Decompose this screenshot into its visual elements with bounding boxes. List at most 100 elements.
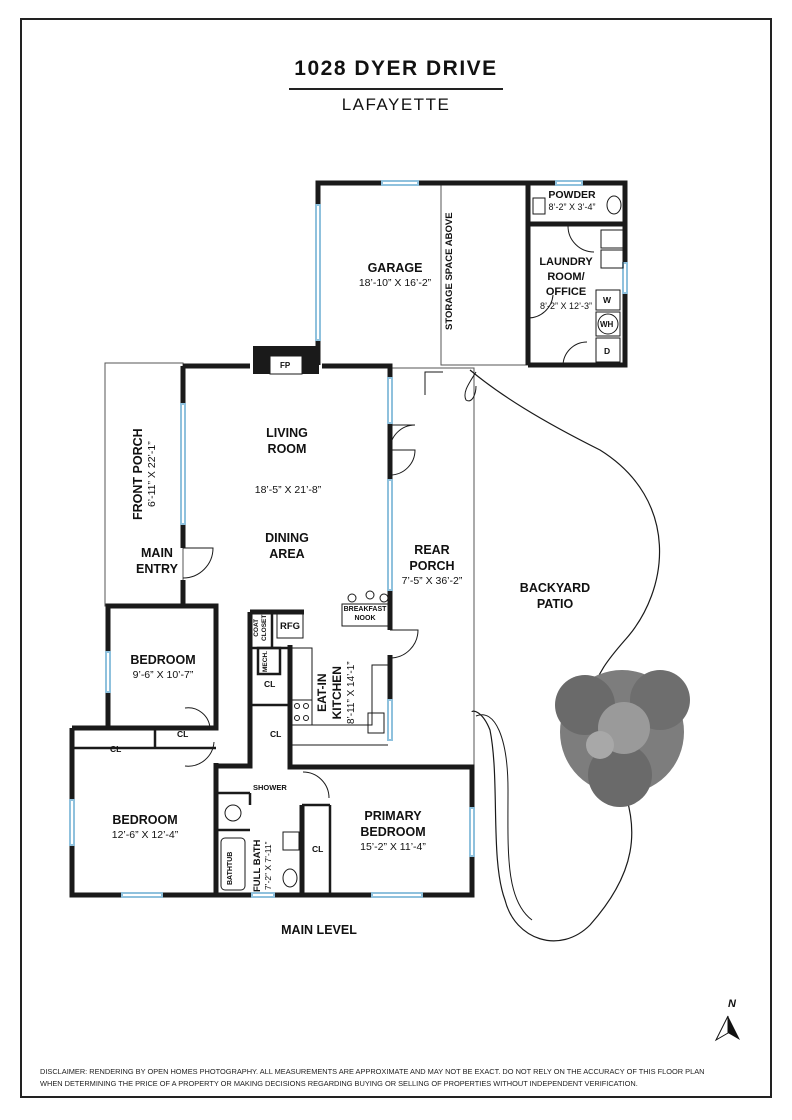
room-bedroom1: BEDROOM 9’-6” X 10’-7” — [130, 653, 196, 681]
page-frame — [20, 18, 772, 1098]
counter — [292, 647, 388, 726]
breakfast-nook-label: BREAKFAST NOOK — [343, 606, 387, 622]
water-heater — [597, 313, 619, 335]
window — [381, 180, 419, 186]
range — [291, 699, 313, 726]
tree-canopy — [588, 743, 652, 807]
burner — [294, 703, 300, 709]
room-powder: POWDER 8’-2” X 3’-4” — [548, 189, 596, 212]
mech-box — [256, 646, 282, 676]
fireplace-box — [269, 355, 303, 375]
bath-toilet — [282, 868, 298, 888]
patio-step — [464, 371, 477, 402]
tree-icon — [555, 670, 690, 807]
disclaimer-line: DISCLAIMER: RENDERING BY OPEN HOMES PHOT… — [40, 1067, 705, 1076]
window — [315, 204, 321, 341]
shower-label: SHOWER — [253, 783, 287, 792]
utility-fixtures — [532, 195, 624, 363]
bedroom1-door — [184, 707, 211, 729]
room-full-bath: FULL BATH 7’-2” X 7’-11” — [252, 839, 273, 892]
bedroom2-door — [184, 741, 215, 767]
kitchen-door — [389, 629, 419, 659]
water-heater-box — [595, 311, 621, 337]
closet-label: CL — [177, 729, 189, 739]
stool — [379, 593, 389, 603]
north-label: N — [728, 998, 736, 1010]
window — [387, 479, 393, 591]
washer-label: W — [603, 295, 612, 305]
disclaimer-line: WHEN DETERMINING THE PRICE OF A PROPERTY… — [40, 1079, 638, 1088]
laundry-sink — [600, 249, 624, 269]
stool — [365, 590, 375, 600]
bathtub — [220, 837, 246, 891]
window — [105, 651, 111, 693]
laundry-sink — [600, 229, 624, 249]
closet-label: CL — [264, 679, 276, 689]
window — [622, 262, 628, 294]
window — [121, 892, 163, 898]
main-entry-door — [182, 547, 214, 579]
fireplace-label: FP — [280, 361, 291, 370]
closet-label: CL — [270, 729, 282, 739]
window — [555, 180, 583, 186]
burner — [294, 715, 300, 721]
bath-sink — [282, 831, 300, 851]
arrow-left — [714, 1015, 729, 1042]
room-laundry: LAUNDRY ROOM/ OFFICE 8’-2” X 12’-3” — [539, 256, 593, 311]
closet-label: CL — [312, 844, 324, 854]
window — [251, 892, 275, 898]
rfg-label: RFG — [280, 621, 301, 632]
powder-door — [567, 225, 595, 253]
closet-label: CL — [110, 744, 122, 754]
room-rear-porch: REAR PORCH 7’-5” X 36’-2” — [401, 543, 463, 587]
burner — [303, 703, 309, 709]
patio-outline — [469, 369, 660, 942]
refrigerator — [276, 613, 304, 639]
window — [69, 799, 75, 846]
room-living: LIVING ROOM — [266, 426, 308, 456]
kitchen-counters — [276, 590, 389, 746]
room-kitchen: EAT-IN KITCHEN 8’-11” X 14’-1” — [315, 661, 357, 724]
hall-wall — [216, 612, 253, 769]
stool — [347, 593, 357, 603]
primary-door — [302, 771, 330, 799]
living-dims: 18’-5” X 21’-8” — [254, 484, 322, 496]
north-arrow-icon — [714, 1015, 740, 1042]
mech-label: MECH. — [262, 651, 269, 672]
laundry-door — [527, 294, 554, 319]
window — [387, 377, 393, 424]
backyard-label: BACKYARD PATIO — [519, 581, 591, 611]
patio-inner-path — [475, 714, 533, 921]
water-heater-label: WH — [600, 320, 614, 329]
room-front-porch: FRONT PORCH 6’-11” X 22’-1” — [131, 428, 158, 520]
disclaimer: DISCLAIMER: RENDERING BY OPEN HOMES PHOT… — [40, 1066, 760, 1090]
property-city: LAFAYETTE — [341, 95, 451, 114]
tree-canopy — [586, 731, 614, 759]
kitchen-sink — [367, 712, 385, 734]
powder-sink — [532, 197, 546, 215]
exterior-door — [562, 341, 588, 367]
window — [371, 892, 423, 898]
window — [387, 699, 393, 741]
shower-drain — [224, 804, 242, 822]
main-entry-label: MAIN ENTRY — [136, 546, 178, 576]
dryer — [595, 337, 621, 363]
windows — [69, 180, 628, 898]
title-divider — [289, 88, 503, 90]
property-title: 1028 DYER DRIVE — [294, 57, 498, 80]
room-dining: DINING AREA — [265, 531, 309, 561]
room-garage: GARAGE 18’-10” X 16’-2” — [358, 261, 432, 289]
room-bedroom2: BEDROOM 12’-6” X 12’-4” — [111, 813, 179, 841]
counter — [291, 648, 388, 746]
doors — [182, 225, 595, 799]
bathtub-label: BATHTUB — [227, 851, 234, 885]
inner-walls — [72, 612, 332, 895]
storage-label: STORAGE SPACE ABOVE — [444, 212, 455, 330]
washer — [595, 289, 621, 311]
burner — [303, 715, 309, 721]
bath-fixtures — [220, 804, 300, 891]
garage-door — [424, 371, 443, 395]
french-door — [389, 424, 416, 476]
breakfast-table — [341, 603, 389, 627]
